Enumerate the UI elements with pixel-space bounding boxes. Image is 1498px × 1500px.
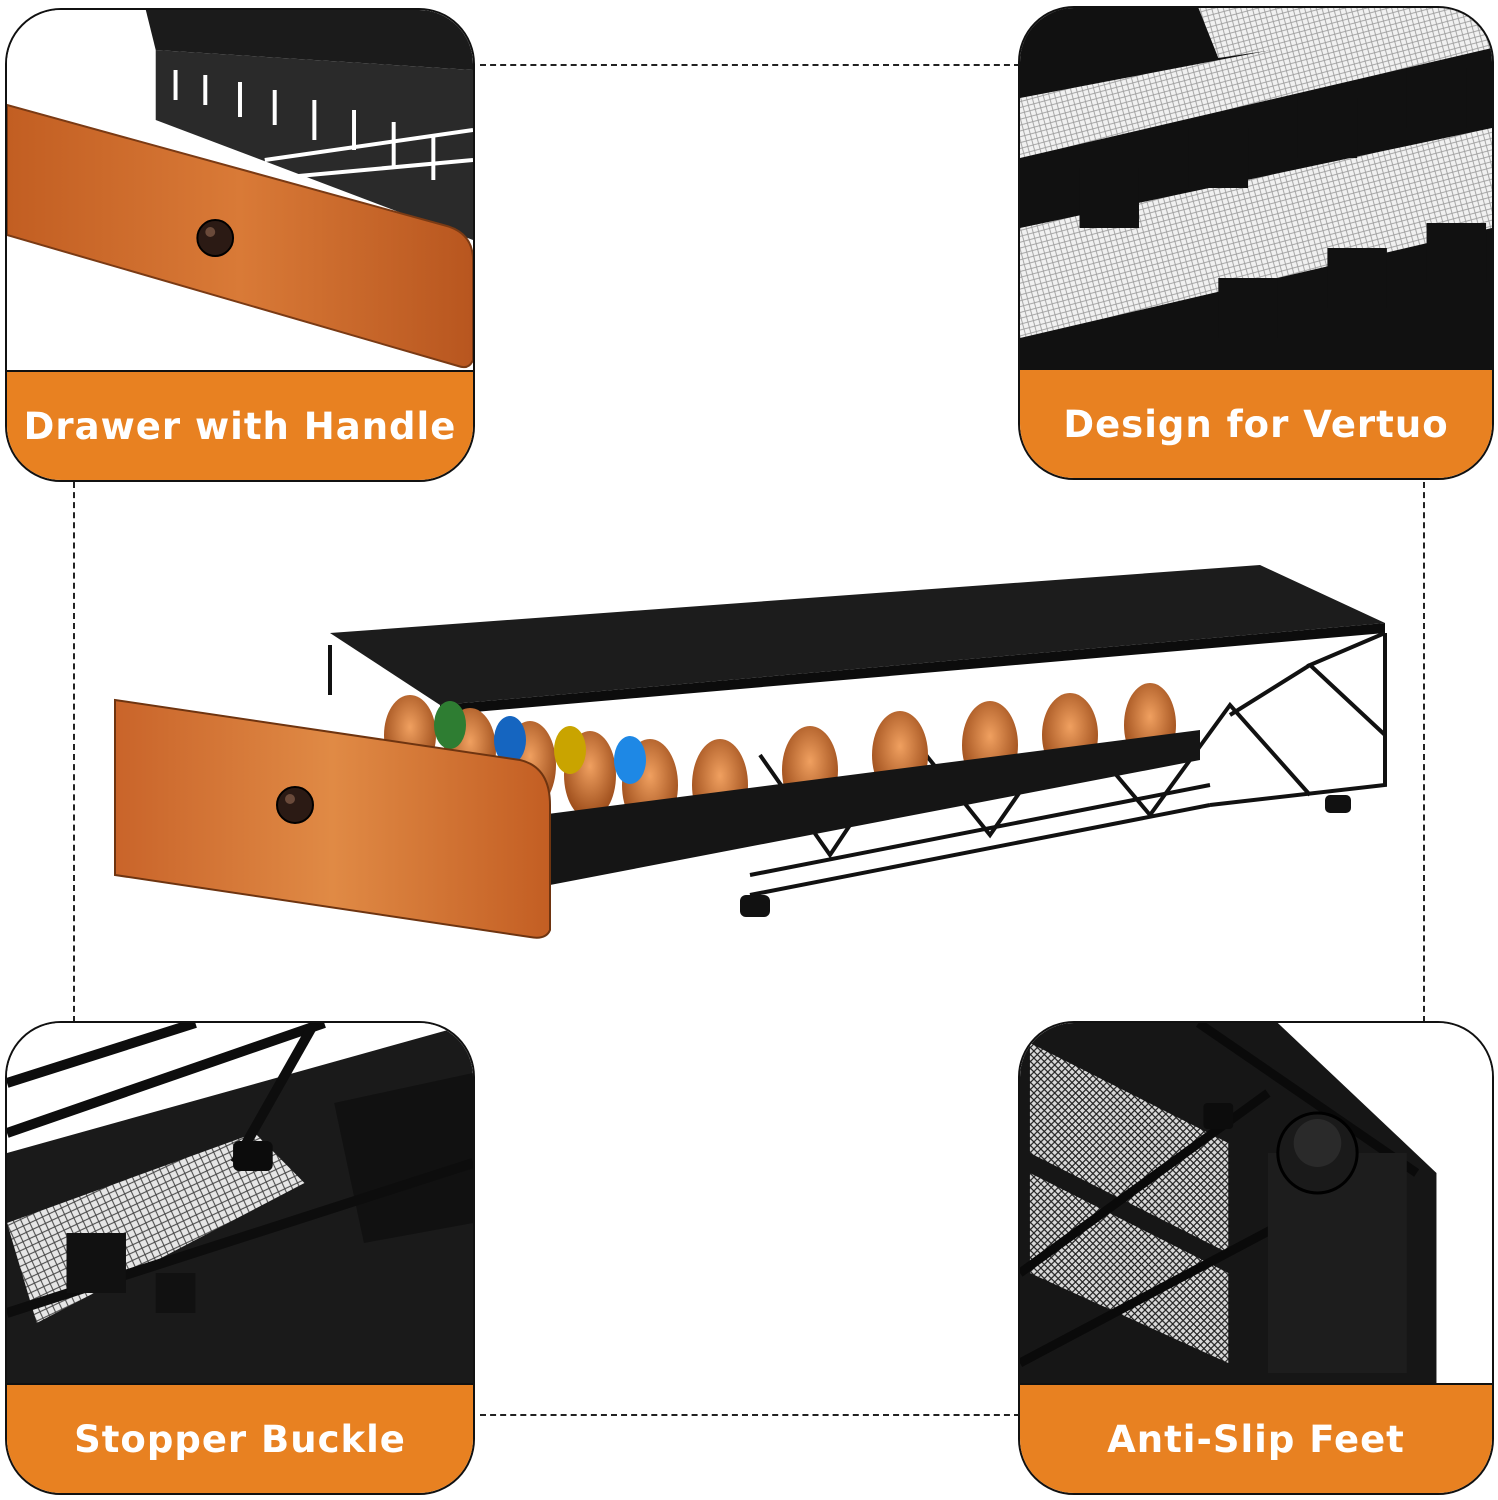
feet-closeup-image xyxy=(1020,1023,1492,1389)
feature-card-stopper: Stopper Buckle xyxy=(5,1021,475,1495)
knob-icon xyxy=(196,219,235,257)
connector-top xyxy=(480,64,1020,66)
feature-label: Design for Vertuo xyxy=(1020,368,1492,478)
knob-icon xyxy=(276,786,314,824)
feature-label: Stopper Buckle xyxy=(7,1383,473,1493)
feature-card-drawer: Drawer with Handle xyxy=(5,8,475,482)
feature-card-feet: Anti-Slip Feet xyxy=(1018,1021,1494,1495)
connector-bottom xyxy=(480,1414,1020,1416)
feature-label: Anti-Slip Feet xyxy=(1020,1383,1492,1493)
drawer-closeup-image xyxy=(7,10,473,376)
mesh-slots-image xyxy=(1020,8,1492,374)
product-drawer-image xyxy=(114,565,1387,939)
connector-right xyxy=(1423,482,1425,1022)
feature-card-vertuo: Design for Vertuo xyxy=(1018,6,1494,480)
feature-label: Drawer with Handle xyxy=(7,370,473,480)
stopper-closeup-image xyxy=(7,1023,473,1389)
connector-left xyxy=(73,482,75,1022)
